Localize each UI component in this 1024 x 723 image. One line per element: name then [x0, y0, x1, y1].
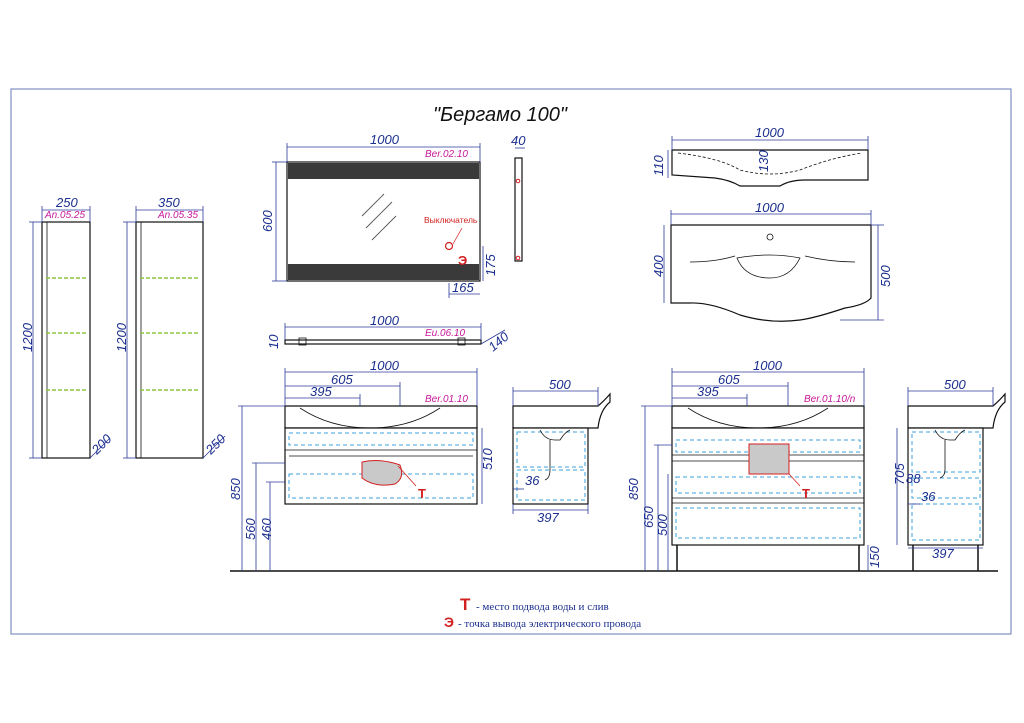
sink-top-width: 1000: [755, 200, 785, 215]
vanity2-width: 1000: [753, 358, 783, 373]
vanity2-605: 605: [718, 372, 740, 387]
legend-symbol-electric: Э: [444, 614, 454, 630]
vanity2-side-88: 88: [906, 471, 921, 486]
vanity1-560: 560: [243, 518, 258, 540]
shelf-width: 1000: [370, 313, 400, 328]
shelf-code: Eu.06.10: [425, 328, 465, 339]
legend-text-electric: - точка вывода электрического провода: [458, 618, 641, 630]
sink-depth-inner: 400: [651, 255, 666, 277]
vanity-floor-side: 500 705 88 36 397: [892, 377, 1006, 571]
water-marker-hanging: Т: [418, 486, 426, 501]
vanity1-body-height: 510: [480, 448, 495, 470]
switch-label: Выключатель: [424, 215, 478, 225]
mirror-code: Ber.02.10: [425, 149, 468, 160]
drawing-title: "Бергамо 100": [433, 104, 568, 126]
sink-depth-outer: 500: [878, 265, 893, 287]
glass-shelf: 1000 Eu.06.10 10 140: [266, 313, 512, 354]
switch-point: [444, 241, 454, 251]
legend-text-water: - место подвода воды и слив: [476, 601, 609, 613]
electric-marker-mirror: Э: [458, 253, 467, 268]
water-marker-floor: Т: [802, 486, 810, 501]
vanity1-460: 460: [259, 518, 274, 540]
vanity1-side-depth: 500: [549, 377, 571, 392]
mirror-switch-height: 175: [483, 254, 498, 276]
pencil-large-height: 1200: [114, 322, 129, 352]
vanity2-500: 500: [655, 514, 670, 536]
shelf-depth: 140: [485, 328, 512, 354]
mirror-height: 600: [260, 210, 275, 232]
pencil-case-large: 350 An.05.35 1200 250: [114, 195, 229, 459]
legend-symbol-water: Т: [460, 595, 471, 614]
vanity2-side-36: 36: [921, 489, 936, 504]
mirror: 1000 Ber.02.10 600 Выключатель Э 175 165: [260, 132, 498, 298]
vanity1-850: 850: [228, 478, 243, 500]
vanity1-395: 395: [310, 384, 332, 399]
vanity2-850: 850: [626, 478, 641, 500]
sink-top-view: 1000 400 500: [651, 200, 893, 322]
mirror-switch-offset: 165: [452, 280, 474, 295]
pencil-large-code: An.05.35: [157, 210, 198, 221]
vanity1-side-36: 36: [525, 473, 540, 488]
vanity2-side-397: 397: [932, 546, 954, 561]
pencil-large-width: 350: [158, 195, 180, 210]
vanity1-side-397: 397: [537, 510, 559, 525]
vanity-floor-front: Т 1000 605 395 Ber.01.10/n 850 650 500 1…: [626, 358, 882, 571]
vanity-hanging-front: Т 1000 605 395 Ber.01.10 850 560 460 510: [228, 358, 495, 571]
mirror-pattern-bottom: [288, 264, 479, 280]
pencil-small-width: 250: [55, 195, 78, 210]
pencil-small-code: An.05.25: [44, 210, 85, 221]
mirror-side: 40: [511, 133, 526, 262]
vanity1-605: 605: [331, 372, 353, 387]
mirror-depth: 40: [511, 133, 526, 148]
sheet-frame: [10, 88, 1012, 635]
sink-height: 110: [651, 155, 666, 176]
vanity2-650: 650: [641, 506, 656, 528]
sink-side-view: 130 1000 110: [651, 125, 869, 187]
pencil-small-depth: 200: [88, 431, 115, 458]
vanity1-width: 1000: [370, 358, 400, 373]
pencil-large-depth: 250: [202, 431, 229, 458]
mirror-width: 1000: [370, 132, 400, 147]
pencil-small-height: 1200: [20, 322, 35, 352]
vanity2-395: 395: [697, 384, 719, 399]
sink-inner-depth: 130: [756, 150, 771, 172]
vanity2-code: Ber.01.10/n: [804, 394, 856, 405]
shelf-height: 10: [266, 334, 281, 349]
vanity2-side-705: 705: [892, 463, 907, 485]
sink-side-width: 1000: [755, 125, 785, 140]
mirror-pattern-top: [288, 163, 479, 179]
vanity2-legs: 150: [867, 546, 882, 568]
pencil-case-small: 250 An.05.25 1200 200: [20, 195, 115, 459]
vanity1-code: Ber.01.10: [425, 394, 468, 405]
vanity2-side-depth: 500: [944, 377, 966, 392]
legend: Т - место подвода воды и слив Э - точка …: [444, 595, 641, 630]
vanity-hanging-side: 500 36 397: [512, 377, 611, 525]
